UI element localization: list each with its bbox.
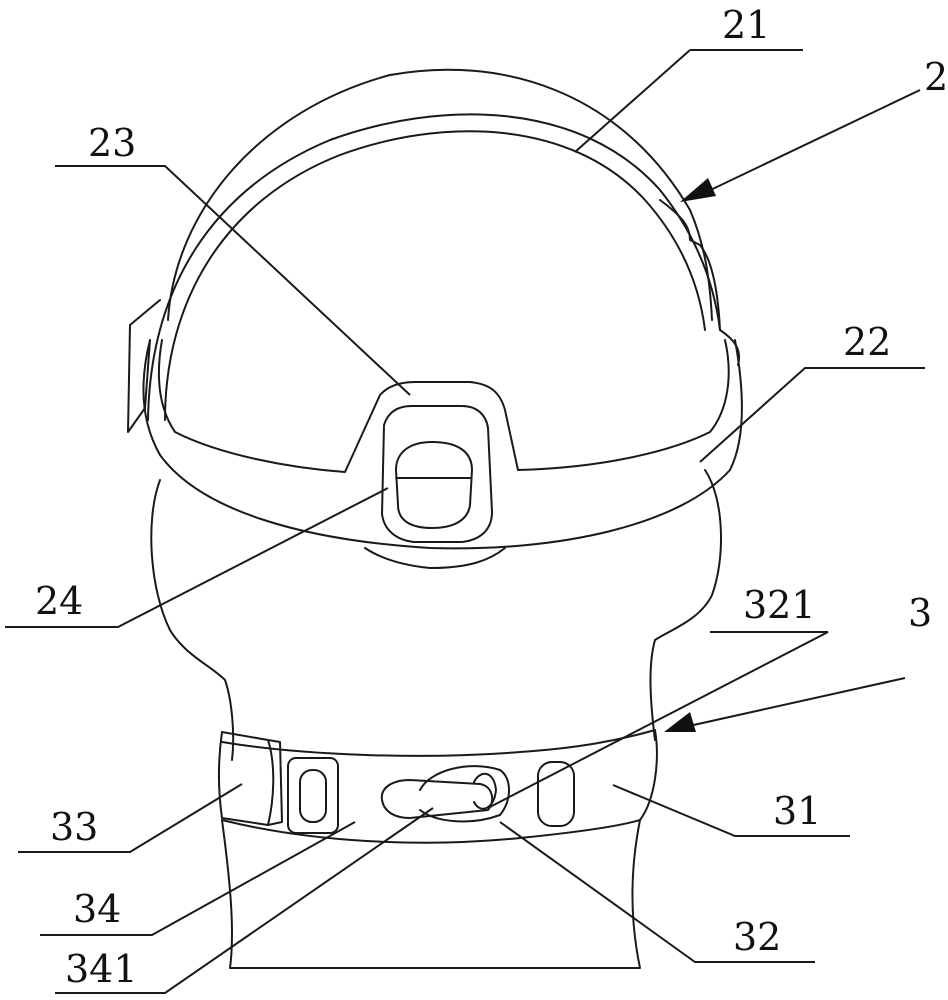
label-22: 22 xyxy=(843,320,891,364)
label-33: 33 xyxy=(50,805,98,849)
label-3: 3 xyxy=(908,591,932,635)
label-24: 24 xyxy=(35,579,83,623)
buckle-knob xyxy=(396,442,472,528)
label-341: 341 xyxy=(65,947,138,991)
brow-band xyxy=(143,330,742,568)
label-32: 32 xyxy=(733,915,781,959)
buckle-frame xyxy=(382,406,492,542)
label-31: 31 xyxy=(773,789,821,833)
leader-lines xyxy=(5,50,925,993)
label-2: 2 xyxy=(924,55,948,99)
right-strap-slot xyxy=(538,762,574,826)
label-321: 321 xyxy=(743,583,816,627)
side-flap xyxy=(128,300,160,432)
label-23: 23 xyxy=(88,121,136,165)
label-21: 21 xyxy=(722,3,770,47)
middle-hook xyxy=(382,780,492,818)
label-34: 34 xyxy=(73,887,121,931)
head-outline xyxy=(151,470,721,968)
crown-strap xyxy=(148,70,720,420)
arrowhead-helmet xyxy=(680,178,716,202)
middle-strap xyxy=(288,758,338,833)
